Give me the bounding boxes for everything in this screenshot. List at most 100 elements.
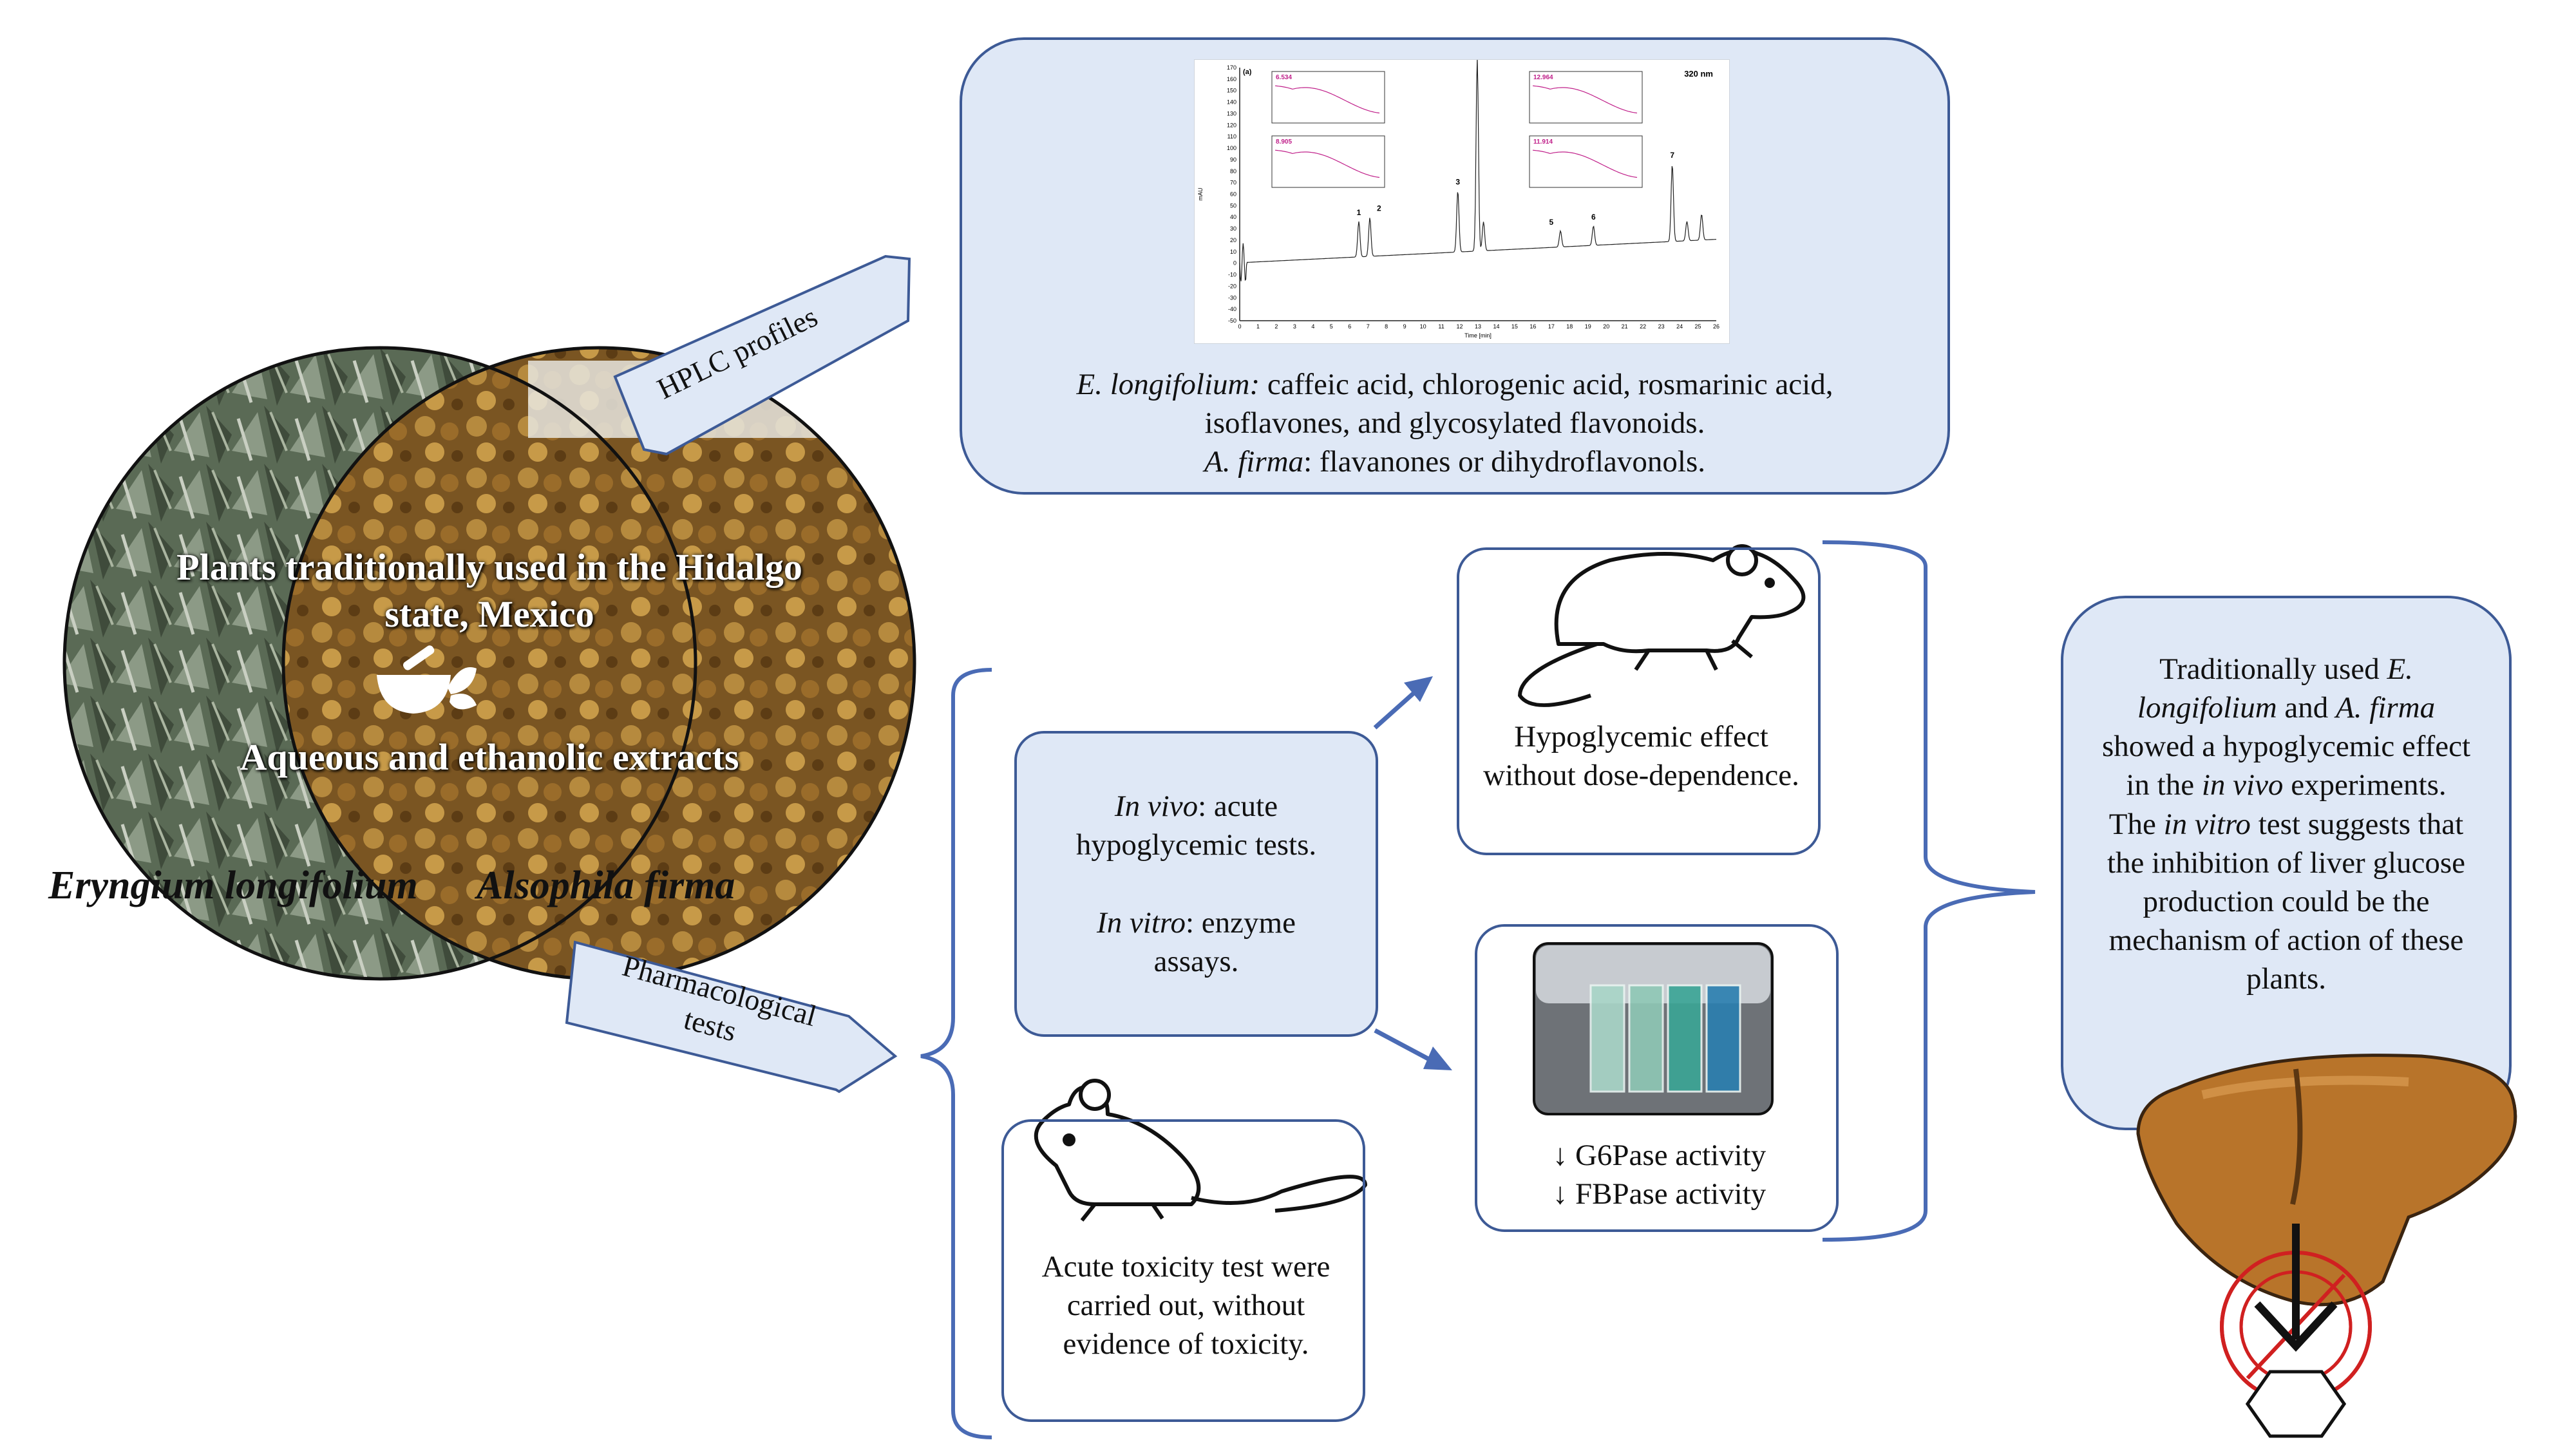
chrom-peak-label: 6 [1591, 213, 1596, 222]
chrom-y-tick: 160 [1227, 76, 1236, 82]
plants-circle-title: Plants traditionally used in the Hidalgo… [176, 546, 802, 635]
uv-inset-curve [1532, 85, 1638, 114]
chrom-y-tick: 0 [1233, 260, 1236, 267]
uv-inset-time: 12.964 [1533, 74, 1553, 81]
uv-inset-time: 11.914 [1533, 138, 1553, 146]
chrom-x-tick: 22 [1640, 323, 1646, 330]
chrom-x-tick: 14 [1493, 323, 1499, 330]
chrom-x-tick: 19 [1585, 323, 1591, 330]
chrom-x-tick: 0 [1238, 323, 1241, 330]
plant-name-eryngium: Eryngium longifolium [48, 864, 418, 907]
hypoglycemic-box: Hypoglycemic effect without dose-depende… [1457, 547, 1821, 855]
chrom-x-tick: 7 [1367, 323, 1370, 330]
chrom-x-tick: 17 [1548, 323, 1555, 330]
chrom-y-tick: 90 [1230, 156, 1236, 163]
chrom-x-tick: 23 [1658, 323, 1665, 330]
chrom-y-tick: 70 [1230, 180, 1236, 186]
toxicity-result: Acute toxicity test were carried out, wi… [1041, 1250, 1331, 1361]
uv-inset-frame [1271, 135, 1385, 188]
chrom-x-tick: 1 [1256, 323, 1260, 330]
summary-line2: isoflavones, and glycosylated flavonoids… [1204, 406, 1705, 440]
uv-inset-time: 8.905 [1276, 138, 1292, 146]
chrom-y-tick: 120 [1227, 122, 1236, 128]
liver-overlay [2136, 1054, 2517, 1438]
uv-inset-curve [1274, 85, 1380, 114]
chrom-y-tick: -40 [1228, 306, 1236, 312]
summary-line1: caffeic acid, chlorogenic acid, rosmarin… [1260, 368, 1833, 401]
chrom-peak-label: 2 [1377, 204, 1381, 213]
plant-name-alsophila: Alsophila firma [477, 864, 735, 907]
pharma-arrow-shape [565, 940, 898, 1094]
conclusion-para2: The in vitro test suggests that the inhi… [2107, 807, 2466, 996]
chrom-y-tick: 40 [1230, 214, 1236, 220]
chrom-y-tick: 110 [1227, 133, 1236, 140]
right-bracket [1822, 540, 2036, 1242]
chrom-peak-label: 3 [1455, 177, 1460, 186]
methods-box: In vivo: acute hypoglycemic tests. In vi… [1014, 731, 1378, 1037]
uv-inset-frame [1529, 135, 1643, 188]
chrom-x-tick: 3 [1293, 323, 1296, 330]
hplc-summary: E. longifolium: caffeic acid, chlorogeni… [988, 365, 1922, 481]
chrom-x-tick: 2 [1274, 323, 1278, 330]
chrom-y-tick: -50 [1228, 317, 1236, 324]
chrom-y-tick: 170 [1227, 64, 1236, 71]
chrom-y-tick: -10 [1228, 272, 1236, 278]
chrom-y-tick: 20 [1230, 237, 1236, 243]
chrom-trace [1239, 58, 1717, 281]
chrom-x-tick: 18 [1566, 323, 1573, 330]
chrom-wavelength: 320 nm [1684, 69, 1713, 79]
hypoglycemic-result: Hypoglycemic effect without dose-depende… [1483, 720, 1799, 793]
summary-line3: : flavanones or dihydroflavonols. [1303, 445, 1705, 479]
mortar-pestle-icon [377, 645, 477, 714]
chrom-peak-label: 1 [1357, 208, 1361, 217]
g6pase-result: ↓ G6Pase activity [1552, 1139, 1766, 1172]
alsophila-photo-circle [283, 348, 914, 979]
chrom-x-tick: 20 [1603, 323, 1609, 330]
uv-inset-curve [1532, 149, 1638, 178]
uv-inset-frame [1529, 71, 1643, 124]
chrom-peak-label: 5 [1549, 218, 1554, 227]
chrom-peak-label: 7 [1670, 151, 1674, 160]
chrom-x-tick: 11 [1438, 323, 1444, 330]
chrom-x-tick: 25 [1695, 323, 1701, 330]
chrom-x-tick: 12 [1457, 323, 1463, 330]
conclusion-para1: Traditionally used E. longifolium and A.… [2101, 652, 2471, 802]
chrom-x-tick: 15 [1511, 323, 1518, 330]
chrom-y-label: mAU [1197, 188, 1204, 201]
chrom-y-tick: 30 [1230, 225, 1236, 232]
chrom-x-tick: 4 [1311, 323, 1314, 330]
cuvette-photo [1533, 942, 1774, 1115]
chrom-y-tick: 100 [1227, 145, 1236, 151]
chrom-y-tick: 50 [1230, 202, 1236, 209]
summary-e-longifolium: E. longifolium: [1076, 368, 1260, 401]
liver-shape [2136, 1054, 2517, 1307]
chrom-y-tick: -30 [1228, 294, 1236, 301]
chrom-x-tick: 8 [1385, 323, 1388, 330]
invitro-text: : enzyme assays. [1153, 905, 1296, 978]
chrom-y-tick: 10 [1230, 249, 1236, 255]
uv-inset-curve [1274, 149, 1380, 178]
chrom-y-tick: 150 [1227, 88, 1236, 94]
chrom-x-tick: 9 [1403, 323, 1406, 330]
uv-inset-frame [1271, 71, 1385, 124]
enzyme-box: ↓ G6Pase activity ↓ FBPase activity [1475, 924, 1839, 1232]
uv-inset-time: 6.534 [1276, 74, 1292, 81]
rat-icon [1518, 544, 1806, 707]
invitro-term: In vitro [1097, 905, 1186, 940]
chrom-y-tick: 60 [1230, 191, 1236, 198]
toxicity-box: Acute toxicity test were carried out, wi… [1001, 1119, 1365, 1422]
left-bracket [920, 668, 992, 1439]
chrom-x-tick: 5 [1330, 323, 1333, 330]
enzyme-results: ↓ G6Pase activity ↓ FBPase activity [1490, 1136, 1828, 1213]
chrom-y-tick: 140 [1227, 99, 1236, 106]
flow-arrows [1373, 676, 1452, 1070]
summary-a-firma: A. firma [1204, 445, 1304, 479]
mouse-icon [1034, 1079, 1367, 1222]
chrom-x-tick: 13 [1475, 323, 1481, 330]
invivo-text: : acute hypoglycemic tests. [1075, 790, 1317, 862]
conclusion-box: Traditionally used E. longifolium and A.… [2061, 596, 2512, 1130]
chrom-x-tick: 16 [1530, 323, 1536, 330]
chrom-y-tick: 80 [1230, 168, 1236, 175]
